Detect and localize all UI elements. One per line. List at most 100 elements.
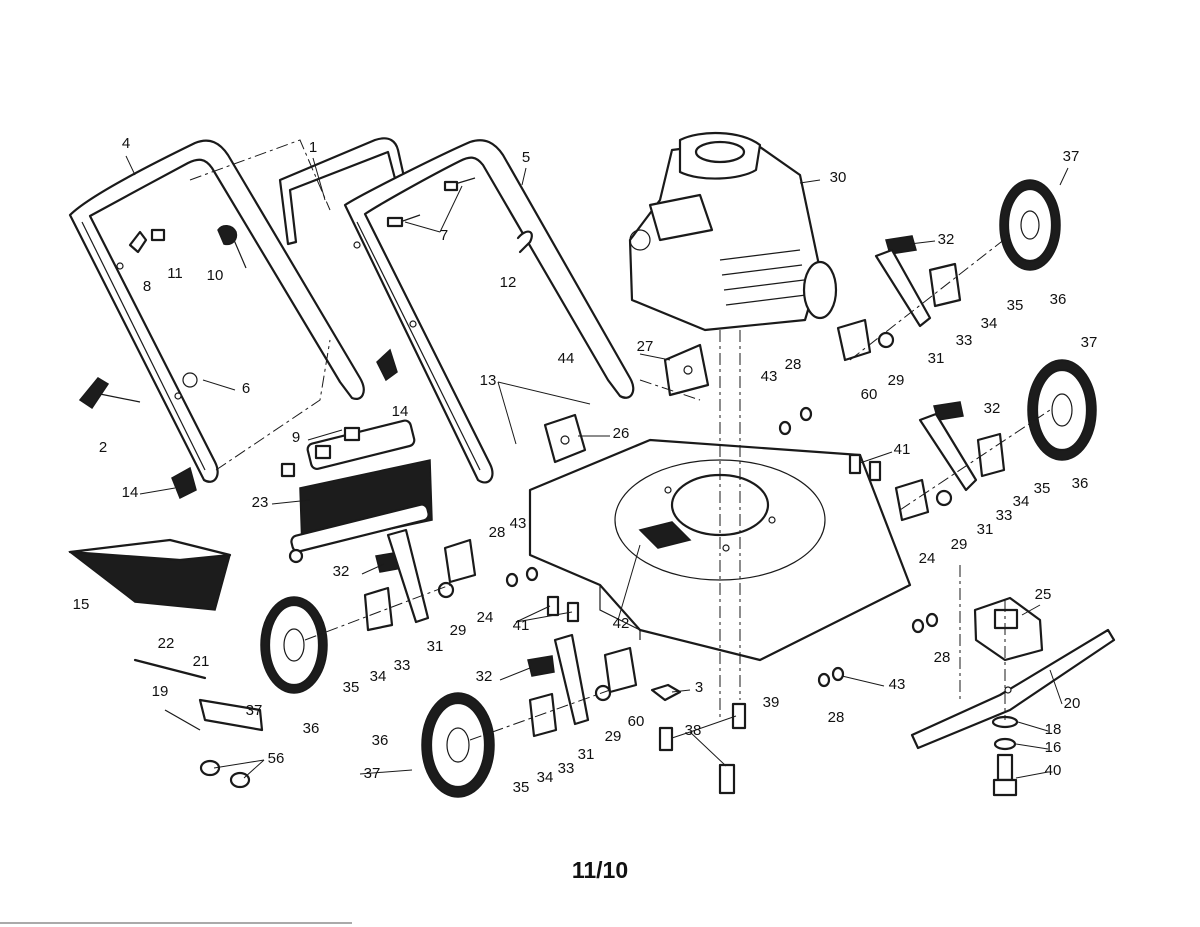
rear-flap-23 bbox=[288, 419, 433, 564]
page-number: 11/10 bbox=[572, 857, 628, 883]
part-callout-c35b: 35 bbox=[1034, 480, 1051, 497]
part-callout-c34b: 34 bbox=[1013, 493, 1030, 510]
part-callout-c43b: 43 bbox=[510, 515, 527, 532]
part-callout-c37c: 37 bbox=[246, 702, 263, 719]
lower-handle-right bbox=[343, 139, 635, 484]
lower-handle-left bbox=[68, 139, 365, 483]
part-callout-c32b: 32 bbox=[984, 400, 1001, 417]
handle-knob-2 bbox=[78, 372, 198, 410]
part-callout-c41a: 41 bbox=[894, 441, 911, 458]
wheel-bottom-center bbox=[421, 692, 495, 798]
bracket-26 bbox=[543, 413, 587, 464]
part-callout-c13: 13 bbox=[480, 372, 497, 389]
part-callout-c36c: 36 bbox=[303, 720, 320, 737]
part-callout-c31a: 31 bbox=[928, 350, 945, 367]
part-callout-c28a: 28 bbox=[785, 356, 802, 373]
part-callout-c27: 27 bbox=[637, 338, 654, 355]
rear-axle bbox=[133, 658, 264, 789]
part-callout-c1: 1 bbox=[309, 139, 317, 156]
part-callout-c15: 15 bbox=[73, 596, 90, 613]
part-callout-c7: 7 bbox=[440, 227, 448, 244]
part-callout-c35c: 35 bbox=[343, 679, 360, 696]
upper-handle bbox=[278, 137, 408, 246]
part-callout-c35d: 35 bbox=[513, 779, 530, 796]
part-callout-c29a: 29 bbox=[888, 372, 905, 389]
part-callout-c30: 30 bbox=[830, 169, 847, 186]
part-callout-c29b: 29 bbox=[951, 536, 968, 553]
cable-clip bbox=[516, 230, 533, 254]
part-callout-c60a: 60 bbox=[861, 386, 878, 403]
part-callout-c37b: 37 bbox=[1081, 334, 1098, 351]
part-callout-c19: 19 bbox=[152, 683, 169, 700]
part-callout-c34d: 34 bbox=[537, 769, 554, 786]
part-callout-c14b: 14 bbox=[122, 484, 139, 501]
part-callout-c24a: 24 bbox=[919, 550, 936, 567]
part-callout-c37a: 37 bbox=[1063, 148, 1080, 165]
part-callout-c35a: 35 bbox=[1007, 297, 1024, 314]
part-callout-c8: 8 bbox=[143, 278, 151, 295]
part-callout-c10: 10 bbox=[207, 267, 224, 284]
part-callout-c14a: 14 bbox=[392, 403, 409, 420]
rear-guard-15 bbox=[68, 538, 232, 611]
part-callout-c60b: 60 bbox=[628, 713, 645, 730]
part-callout-c31b: 31 bbox=[977, 521, 994, 538]
bolts-38 bbox=[658, 702, 747, 795]
part-callout-c31d: 31 bbox=[578, 746, 595, 763]
part-callout-c21: 21 bbox=[193, 653, 210, 670]
bolts-41 bbox=[546, 453, 882, 623]
part-callout-c20: 20 bbox=[1064, 695, 1081, 712]
wheel-middle-right bbox=[1027, 359, 1097, 461]
part-callout-c28d: 28 bbox=[828, 709, 845, 726]
part-callout-c29d: 29 bbox=[605, 728, 622, 745]
part-callout-c33d: 33 bbox=[558, 760, 575, 777]
part-callout-c3: 3 bbox=[695, 679, 703, 696]
part-callout-c4: 4 bbox=[122, 135, 130, 152]
wheel-lower-left bbox=[260, 596, 328, 694]
clip-3 bbox=[650, 683, 682, 702]
part-callout-c33c: 33 bbox=[394, 657, 411, 674]
part-callout-c11: 11 bbox=[167, 265, 183, 282]
wheel-top-right bbox=[999, 179, 1061, 271]
handle-hardware bbox=[128, 177, 476, 269]
leader-lines bbox=[125, 155, 1069, 779]
part-callout-c36a: 36 bbox=[1050, 291, 1067, 308]
part-callout-c26: 26 bbox=[613, 425, 630, 442]
part-callout-c12: 12 bbox=[500, 274, 517, 291]
part-callout-c43c: 43 bbox=[889, 676, 906, 693]
part-callout-c6: 6 bbox=[242, 380, 250, 397]
blade-20 bbox=[910, 628, 1116, 750]
part-callout-c28b: 28 bbox=[489, 524, 506, 541]
part-callout-c24b: 24 bbox=[477, 609, 494, 626]
blade-adapter-25 bbox=[973, 596, 1044, 662]
mower-deck bbox=[528, 438, 912, 662]
part-callout-c9: 9 bbox=[292, 429, 300, 446]
part-callout-c18: 18 bbox=[1045, 721, 1062, 738]
part-callout-c41b: 41 bbox=[513, 617, 530, 634]
part-callout-c32a: 32 bbox=[938, 231, 955, 248]
part-callout-c22: 22 bbox=[158, 635, 175, 652]
part-callout-c2: 2 bbox=[99, 439, 107, 456]
washers-28-43 bbox=[505, 406, 939, 688]
handle-knob-14a bbox=[376, 348, 398, 382]
assembly-lines bbox=[189, 139, 1051, 741]
part-callout-c33b: 33 bbox=[996, 507, 1013, 524]
part-callout-c28c: 28 bbox=[934, 649, 951, 666]
part-callout-c43a: 43 bbox=[761, 368, 778, 385]
part-callout-c39: 39 bbox=[763, 694, 780, 711]
part-callout-c31c: 31 bbox=[427, 638, 444, 655]
part-callout-c5: 5 bbox=[522, 149, 530, 166]
part-callout-c23: 23 bbox=[252, 494, 269, 511]
part-callout-c16: 16 bbox=[1045, 739, 1062, 756]
part-callout-c36b: 36 bbox=[1072, 475, 1089, 492]
part-callout-c44: 44 bbox=[558, 350, 575, 367]
bracket-27 bbox=[663, 343, 710, 397]
part-callout-c42: 42 bbox=[613, 615, 630, 632]
part-callout-c32d: 32 bbox=[476, 668, 493, 685]
part-callout-c25: 25 bbox=[1035, 586, 1052, 603]
part-callout-c32c: 32 bbox=[333, 563, 350, 580]
part-callout-c36d: 36 bbox=[372, 732, 389, 749]
height-adjuster-bottom bbox=[527, 633, 638, 738]
height-adjuster-upper-right bbox=[836, 235, 962, 362]
blade-bolt-40 bbox=[991, 715, 1019, 797]
